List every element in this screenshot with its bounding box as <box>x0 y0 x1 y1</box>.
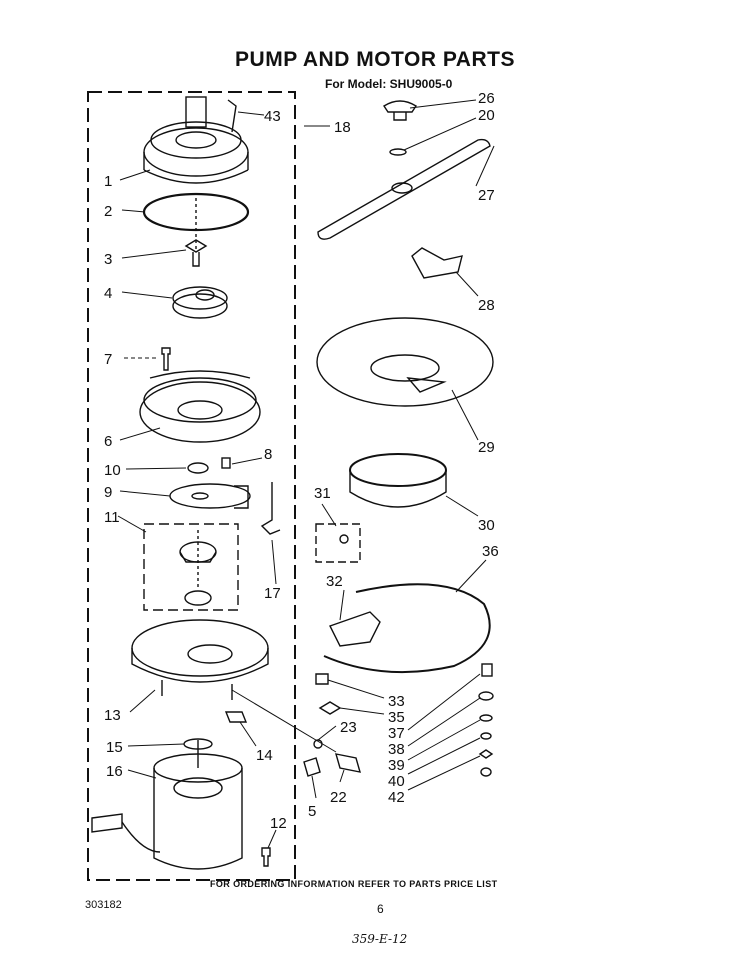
assembly-boundary-box <box>87 91 296 881</box>
callout-10: 10 <box>104 462 121 479</box>
callout-42: 42 <box>388 789 405 806</box>
part-heater-loop <box>323 583 491 674</box>
callout-27: 27 <box>478 187 495 204</box>
part-sensor-22 <box>335 753 361 773</box>
callout-17: 17 <box>264 585 281 602</box>
callout-29: 29 <box>478 439 495 456</box>
part-nut <box>184 239 208 267</box>
callout-14: 14 <box>256 747 273 764</box>
part-35 <box>318 701 342 715</box>
handwritten-note: 359-E-12 <box>352 932 408 946</box>
part-chopper-assembly <box>143 523 239 611</box>
callout-9: 9 <box>104 484 112 501</box>
callout-12: 12 <box>270 815 287 832</box>
callout-26: 26 <box>478 90 495 107</box>
part-box-31 <box>315 523 361 563</box>
ordering-note: FOR ORDERING INFORMATION REFER TO PARTS … <box>210 879 498 889</box>
part-impeller <box>172 286 228 319</box>
callout-18: 18 <box>334 119 351 136</box>
callout-28: 28 <box>478 297 495 314</box>
part-filter-ring <box>349 453 447 508</box>
callout-1: 1 <box>104 173 112 190</box>
callout-8: 8 <box>264 446 272 463</box>
callout-40: 40 <box>388 773 405 790</box>
callout-38: 38 <box>388 741 405 758</box>
callout-39: 39 <box>388 757 405 774</box>
callout-22: 22 <box>330 789 347 806</box>
part-cap-26 <box>383 100 417 121</box>
callout-36: 36 <box>482 543 499 560</box>
part-motor-mount <box>131 619 269 700</box>
part-bolt-12 <box>261 847 271 867</box>
part-switch-17 <box>260 482 281 535</box>
part-pump-housing <box>143 96 249 184</box>
page-number: 6 <box>377 902 384 916</box>
callout-32: 32 <box>326 573 343 590</box>
callout-7: 7 <box>104 351 112 368</box>
part-pump-body <box>139 370 261 443</box>
callout-11: 11 <box>104 509 120 526</box>
part-screw-43 <box>227 99 237 133</box>
callout-5: 5 <box>308 803 316 820</box>
part-hardware-stack <box>478 663 494 777</box>
callout-13: 13 <box>104 707 121 724</box>
callout-35: 35 <box>388 709 405 726</box>
page-title: PUMP AND MOTOR PARTS <box>235 48 515 71</box>
part-motor <box>91 740 243 870</box>
document-number: 303182 <box>85 899 122 911</box>
model-subtitle: For Model: SHU9005-0 <box>325 77 453 91</box>
part-filter-disk <box>316 317 494 407</box>
callout-31: 31 <box>314 485 331 502</box>
part-block-14 <box>224 711 248 723</box>
part-washer-10 <box>187 462 209 474</box>
part-clip-8 <box>221 457 231 469</box>
callout-37: 37 <box>388 725 405 742</box>
callout-30: 30 <box>478 517 495 534</box>
callout-23: 23 <box>340 719 357 736</box>
callout-15: 15 <box>106 739 123 756</box>
part-5 <box>303 757 321 777</box>
callout-6: 6 <box>104 433 112 450</box>
part-bracket-28 <box>411 247 463 279</box>
part-33 <box>315 673 329 685</box>
part-screw-7 <box>161 347 171 371</box>
callout-2: 2 <box>104 203 112 220</box>
part-washer-20 <box>389 148 407 156</box>
part-spray-arm <box>317 138 491 240</box>
callout-3: 3 <box>104 251 112 268</box>
callout-20: 20 <box>478 107 495 124</box>
callout-16: 16 <box>106 763 123 780</box>
callout-4: 4 <box>104 285 112 302</box>
callout-43: 43 <box>264 108 281 125</box>
part-plate <box>169 483 251 509</box>
part-bracket-32 <box>329 611 381 647</box>
callout-33: 33 <box>388 693 405 710</box>
